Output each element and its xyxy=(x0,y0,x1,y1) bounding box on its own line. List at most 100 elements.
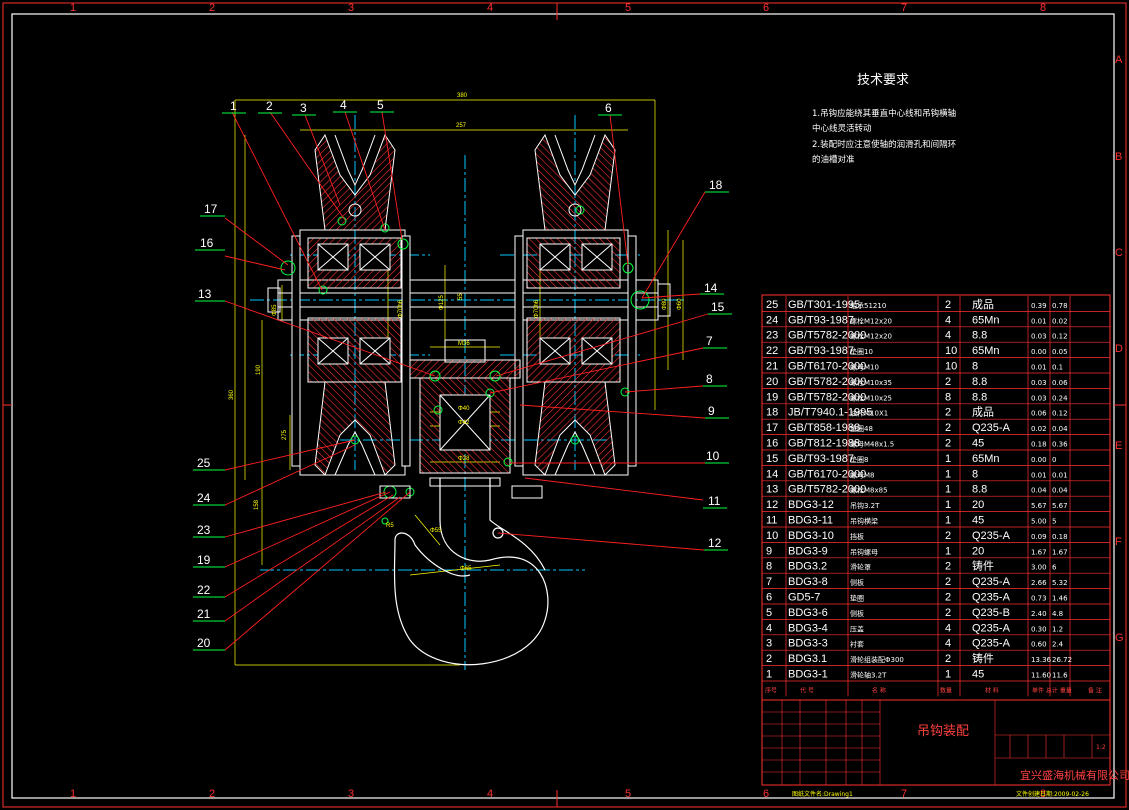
bom-header-cell: 序号 xyxy=(765,686,777,694)
bom-qty: 2 xyxy=(945,653,951,665)
bom-material: 铸件 xyxy=(972,651,994,665)
svg-text:25: 25 xyxy=(197,456,211,470)
bom-code: BDG3-4 xyxy=(788,622,828,634)
svg-text:5: 5 xyxy=(377,98,384,112)
balloon-25: 25 xyxy=(193,456,225,471)
grid-col-4-top: 4 xyxy=(487,2,493,14)
bom-total-weight: 1.67 xyxy=(1052,548,1068,556)
left-pulley-group xyxy=(291,133,411,476)
balloon-16: 16 xyxy=(195,236,225,251)
bom-code: GB/T5782-2000 xyxy=(788,484,866,496)
grid-row-A: A xyxy=(1115,54,1123,66)
bom-name: 垫圈48 xyxy=(850,424,873,433)
bom-total-weight: 0.05 xyxy=(1052,348,1068,356)
bom-material: 8.8 xyxy=(972,330,987,342)
bom-no: 11 xyxy=(766,515,777,527)
bom-code: GB/T858-1988 xyxy=(788,422,860,434)
svg-text:16: 16 xyxy=(200,236,214,250)
bom-qty: 1 xyxy=(945,669,951,681)
bom-name: 吊钩横梁 xyxy=(850,517,878,526)
grid-col-5-bottom: 5 xyxy=(625,788,631,800)
bom-qty: 2 xyxy=(945,376,951,388)
svg-text:1: 1 xyxy=(230,99,237,113)
dim-380: 380 xyxy=(457,93,468,99)
bom-unit-weight: 0.01 xyxy=(1031,317,1047,325)
drawing-title: 吊钩装配 xyxy=(917,724,969,739)
bom-no: 2 xyxy=(766,653,772,665)
svg-text:21: 21 xyxy=(197,607,211,621)
grid-col-1-top: 1 xyxy=(70,2,76,14)
bom-material: 65Mn xyxy=(972,345,1000,357)
bom-name: 垫圈8 xyxy=(850,455,868,464)
dim-phi40: Φ40 xyxy=(458,406,470,412)
bom-no: 5 xyxy=(766,607,772,619)
bom-material: 8.8 xyxy=(972,484,987,496)
grid-col-6-bottom: 6 xyxy=(763,788,769,800)
bom-code: BDG3-12 xyxy=(788,499,834,511)
grid-row-G: G xyxy=(1115,632,1124,644)
bom-unit-weight: 0.00 xyxy=(1031,456,1047,464)
balloon-2: 2 xyxy=(258,99,282,114)
bom-qty: 2 xyxy=(945,561,951,573)
svg-text:9: 9 xyxy=(708,404,715,418)
dim-phi70-right: Φ70h6 xyxy=(534,299,540,318)
svg-text:6: 6 xyxy=(605,101,612,115)
bom-header-cell: 名 称 xyxy=(872,686,886,694)
footer-created-date: 文件创建日期:2009-02-26 xyxy=(1016,790,1089,798)
dim-phi65: Φ65 xyxy=(460,566,472,572)
bom-qty: 4 xyxy=(945,638,951,650)
bom-material: 45 xyxy=(972,669,984,681)
grid-col-6-top: 6 xyxy=(763,2,769,14)
bom-unit-weight: 0.03 xyxy=(1031,333,1047,341)
bom-total-weight: 0.04 xyxy=(1052,425,1068,433)
dim-m36: M36 xyxy=(458,341,470,347)
svg-text:3: 3 xyxy=(300,101,307,115)
bom-no: 17 xyxy=(766,422,778,434)
bom-no: 23 xyxy=(766,330,778,342)
bom-material: 8 xyxy=(972,361,978,373)
bom-code: JB/T7940.1-1995 xyxy=(788,407,872,419)
bom-name: 吊钩螺母 xyxy=(850,547,878,556)
bom-unit-weight: 0.03 xyxy=(1031,379,1047,387)
svg-text:24: 24 xyxy=(197,491,211,505)
balloon-17: 17 xyxy=(200,202,225,217)
bom-material: 45 xyxy=(972,438,984,450)
bom-material: 8 xyxy=(972,468,978,480)
grid-col-2-top: 2 xyxy=(209,2,215,14)
bom-code: BDG3.1 xyxy=(788,653,827,665)
grid-col-3-top: 3 xyxy=(348,2,354,14)
bom-code: GB/T6170-2000 xyxy=(788,361,866,373)
grid-row-E: E xyxy=(1115,440,1122,452)
bom-code: GB/T6170-2000 xyxy=(788,468,866,480)
grid-col-7-top: 7 xyxy=(901,2,907,14)
bom-material: Q235-A xyxy=(972,422,1011,434)
bom-material: Q235-A xyxy=(972,530,1011,542)
bom-unit-weight: 0.18 xyxy=(1031,441,1047,449)
bom-qty: 10 xyxy=(945,345,957,357)
svg-text:10: 10 xyxy=(706,449,720,463)
bom-no: 3 xyxy=(766,638,772,650)
bom-material: 65Mn xyxy=(972,453,1000,465)
company-name: 宜兴盛海机械有限公司 xyxy=(1020,768,1129,782)
bom-name: 吊钩3.2T xyxy=(850,501,880,510)
bom-unit-weight: 0.30 xyxy=(1031,625,1047,633)
balloon-numbers: 1 2 3 4 5 6 7 8 9 10 11 12 13 14 15 16 1… xyxy=(193,98,732,651)
bom-unit-weight: 13.36 xyxy=(1031,656,1052,664)
tech-line-2: 中心线灵活转动 xyxy=(812,123,872,134)
bom-name: 螺栓M8x85 xyxy=(850,486,888,495)
grid-col-2-bottom: 2 xyxy=(209,788,215,800)
bom-qty: 2 xyxy=(945,407,951,419)
balloon-1: 1 xyxy=(222,99,246,114)
bom-material: 65Mn xyxy=(972,314,1000,326)
bom-no: 12 xyxy=(766,499,778,511)
bom-name: 螺栓M10x35 xyxy=(850,378,892,387)
bom-code: GB/T93-1987 xyxy=(788,453,854,465)
